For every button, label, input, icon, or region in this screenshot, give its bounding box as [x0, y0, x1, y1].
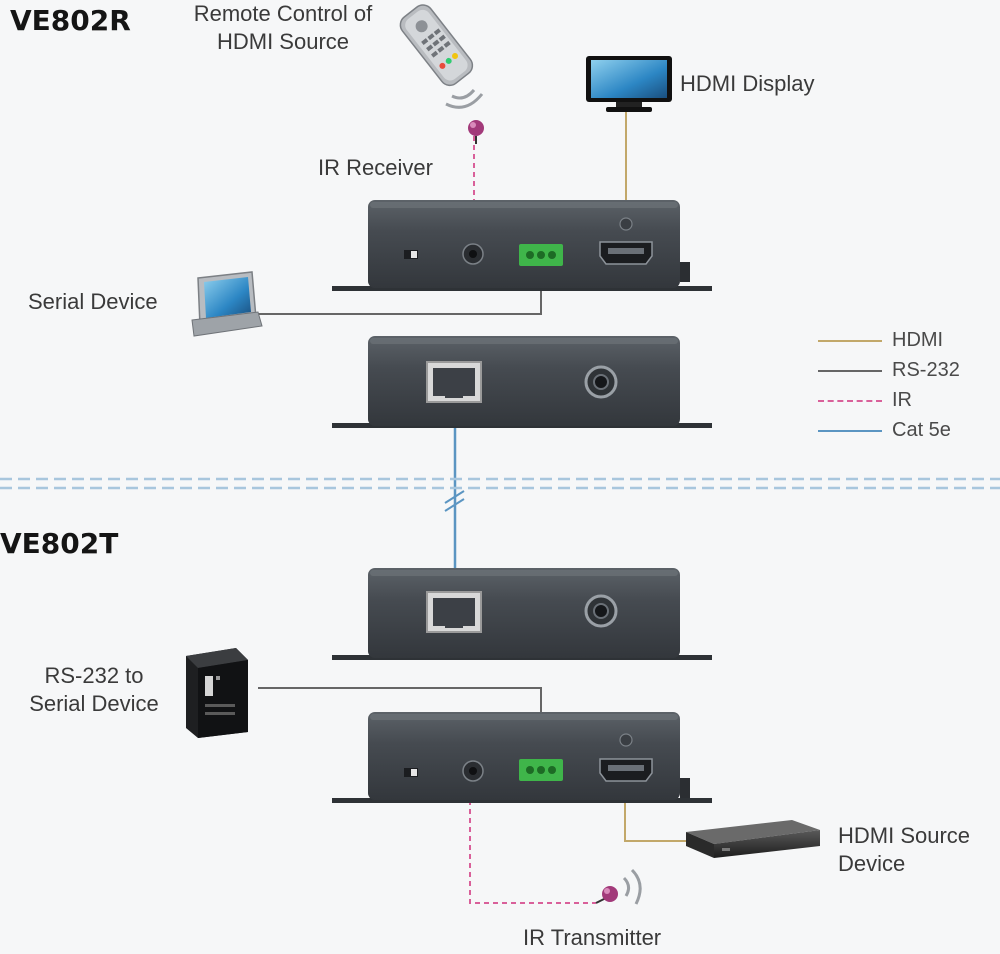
server-tower-icon [186, 648, 248, 738]
remote-signal-icon [445, 89, 484, 109]
transmitter-title: VE802T [0, 527, 119, 560]
rs232-serial-label-line-1: RS-232 to [44, 663, 144, 688]
serial-device-icon [191, 271, 263, 337]
cable-break-mark-1 [444, 490, 465, 504]
legend-swatch-ir [818, 400, 882, 402]
legend-item-hdmi: HDMI [818, 326, 988, 356]
ir-transmitter-label: IR Transmitter [523, 925, 662, 950]
transmitter-back-unit [332, 568, 712, 660]
ir-transmitter-icon [595, 868, 642, 905]
legend-item-cat5e: Cat 5e [818, 416, 988, 446]
transmitter-front-unit [332, 712, 712, 803]
legend-label-cat5e: Cat 5e [892, 419, 951, 441]
remote-control-label-line-2: HDMI Source [216, 29, 350, 54]
hdmi-source-box-icon [686, 820, 820, 858]
legend: HDMI RS-232 IR Cat 5e [818, 326, 988, 446]
rs232-serial-label: RS-232 to Serial Device [14, 662, 174, 718]
rs232-serial-label-line-2: Serial Device [29, 691, 159, 716]
receiver-front-unit [332, 200, 712, 291]
ir-receiver-icon [468, 120, 484, 144]
legend-item-ir: IR [818, 386, 988, 416]
legend-swatch-hdmi [818, 340, 882, 342]
remote-control-label: Remote Control of HDMI Source [168, 0, 398, 56]
hdmi-cable-source [624, 790, 690, 842]
ir-cable-transmitter [469, 800, 596, 904]
legend-swatch-rs232 [818, 370, 882, 372]
receiver-title: VE802R [10, 4, 131, 37]
cable-break-mark-2 [444, 498, 465, 512]
hdmi-source-label: HDMI Source Device [838, 822, 970, 878]
remote-control-label-line-1: Remote Control of [193, 1, 373, 26]
serial-device-label: Serial Device [28, 289, 158, 314]
legend-label-ir: IR [892, 389, 912, 411]
hdmi-source-label-line-2: Device [838, 851, 906, 876]
receiver-back-unit [332, 336, 712, 428]
legend-swatch-cat5e [818, 430, 882, 432]
remote-control-icon [399, 4, 474, 87]
legend-label-hdmi: HDMI [892, 329, 944, 351]
ir-receiver-label: IR Receiver [318, 155, 433, 180]
hdmi-display-icon [586, 56, 672, 112]
hdmi-source-label-line-1: HDMI Source [838, 823, 971, 848]
hdmi-display-label: HDMI Display [680, 71, 815, 96]
legend-item-rs232: RS-232 [818, 356, 988, 386]
legend-label-rs232: RS-232 [892, 359, 960, 381]
